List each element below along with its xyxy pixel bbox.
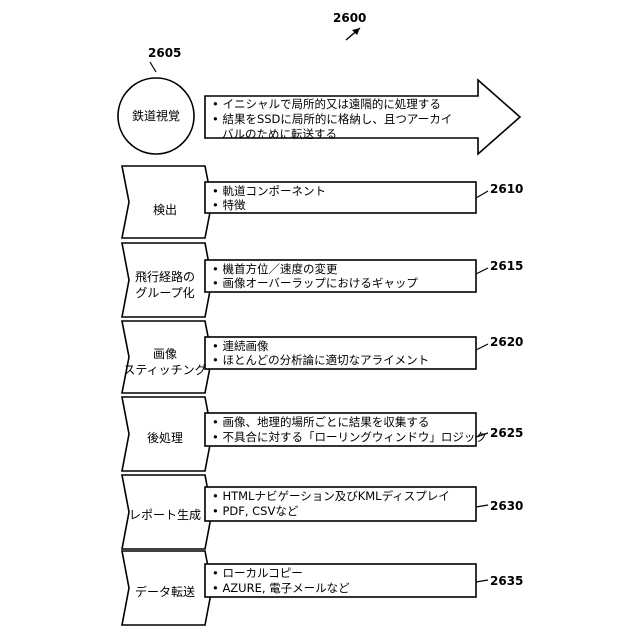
header-bullet-3: バルのために転送する <box>222 127 337 141</box>
step-ref-leader <box>476 268 488 274</box>
step-flight-path-grouping: 飛行経路の グループ化 • 機首方位／速度の変更 • 画像オーバーラップにおける… <box>122 243 523 317</box>
step-ref: 2615 <box>490 259 523 273</box>
step-image-stitching: 画像 スティッチング • 連続画像 • ほとんどの分析論に適切なアライメント 2… <box>122 321 523 393</box>
step-bullet-1: • HTMLナビゲーション及びKMLディスプレイ <box>212 489 450 503</box>
step-label: 後処理 <box>147 431 183 445</box>
step-label: データ転送 <box>135 584 195 599</box>
step-label: レポート生成 <box>129 508 201 522</box>
step-label-line-1: 画像 <box>153 347 177 361</box>
step-ref: 2625 <box>490 426 523 440</box>
step-bullet-2: • AZURE, 電子メールなど <box>212 581 350 595</box>
step-ref-leader <box>476 505 488 507</box>
step-label-line-2: グループ化 <box>135 286 194 300</box>
step-bullet-1: • 軌道コンポーネント <box>212 184 326 198</box>
step-detection: 検出 • 軌道コンポーネント • 特徴 2610 <box>122 166 523 238</box>
step-bullet-2: • 特徴 <box>212 198 246 212</box>
step-bullet-2: • 画像オーバーラップにおけるギャップ <box>212 276 418 290</box>
header-ref-leader <box>150 62 156 72</box>
step-ref-leader <box>476 344 488 350</box>
step-bullet-1: • 連続画像 <box>212 339 269 353</box>
step-data-transfer: データ転送 • ローカルコピー • AZURE, 電子メールなど 2635 <box>122 551 523 625</box>
step-ref: 2610 <box>490 182 523 196</box>
step-ref: 2630 <box>490 499 523 513</box>
step-label: 検出 <box>153 203 177 217</box>
step-ref: 2620 <box>490 335 523 349</box>
step-bullet-2: • 不具合に対する「ローリングウィンドウ」ロジック <box>212 430 487 444</box>
step-bullet-1: • ローカルコピー <box>212 566 303 580</box>
step-label-line-2: スティッチング <box>123 363 206 377</box>
step-bullet-2: • PDF, CSVなど <box>212 504 299 518</box>
header-bullet-2: • 結果をSSDに局所的に格納し、且つアーカイ <box>212 112 452 126</box>
figure-pointer-arrow <box>346 28 360 40</box>
header-label: 鉄道視覚 <box>132 108 180 123</box>
step-bullet-1: • 機首方位／速度の変更 <box>212 262 338 276</box>
step-post-processing: 後処理 • 画像、地理的場所ごとに結果を収集する • 不具合に対する「ローリング… <box>122 397 523 471</box>
step-report-generation: レポート生成 • HTMLナビゲーション及びKMLディスプレイ • PDF, C… <box>122 475 523 549</box>
step-bullet-1: • 画像、地理的場所ごとに結果を収集する <box>212 415 429 429</box>
step-chevron <box>122 166 212 238</box>
step-bullet-2: • ほとんどの分析論に適切なアライメント <box>212 353 429 367</box>
step-ref: 2635 <box>490 574 523 588</box>
step-ref-leader <box>476 580 488 582</box>
header-ref: 2605 <box>148 46 181 60</box>
step-ref-leader <box>476 191 488 198</box>
step-label-line-1: 飛行経路の <box>135 269 195 284</box>
figure-number: 2600 <box>333 11 366 25</box>
header-bullet-1: • イニシャルで局所的又は遠隔的に処理する <box>212 97 441 111</box>
